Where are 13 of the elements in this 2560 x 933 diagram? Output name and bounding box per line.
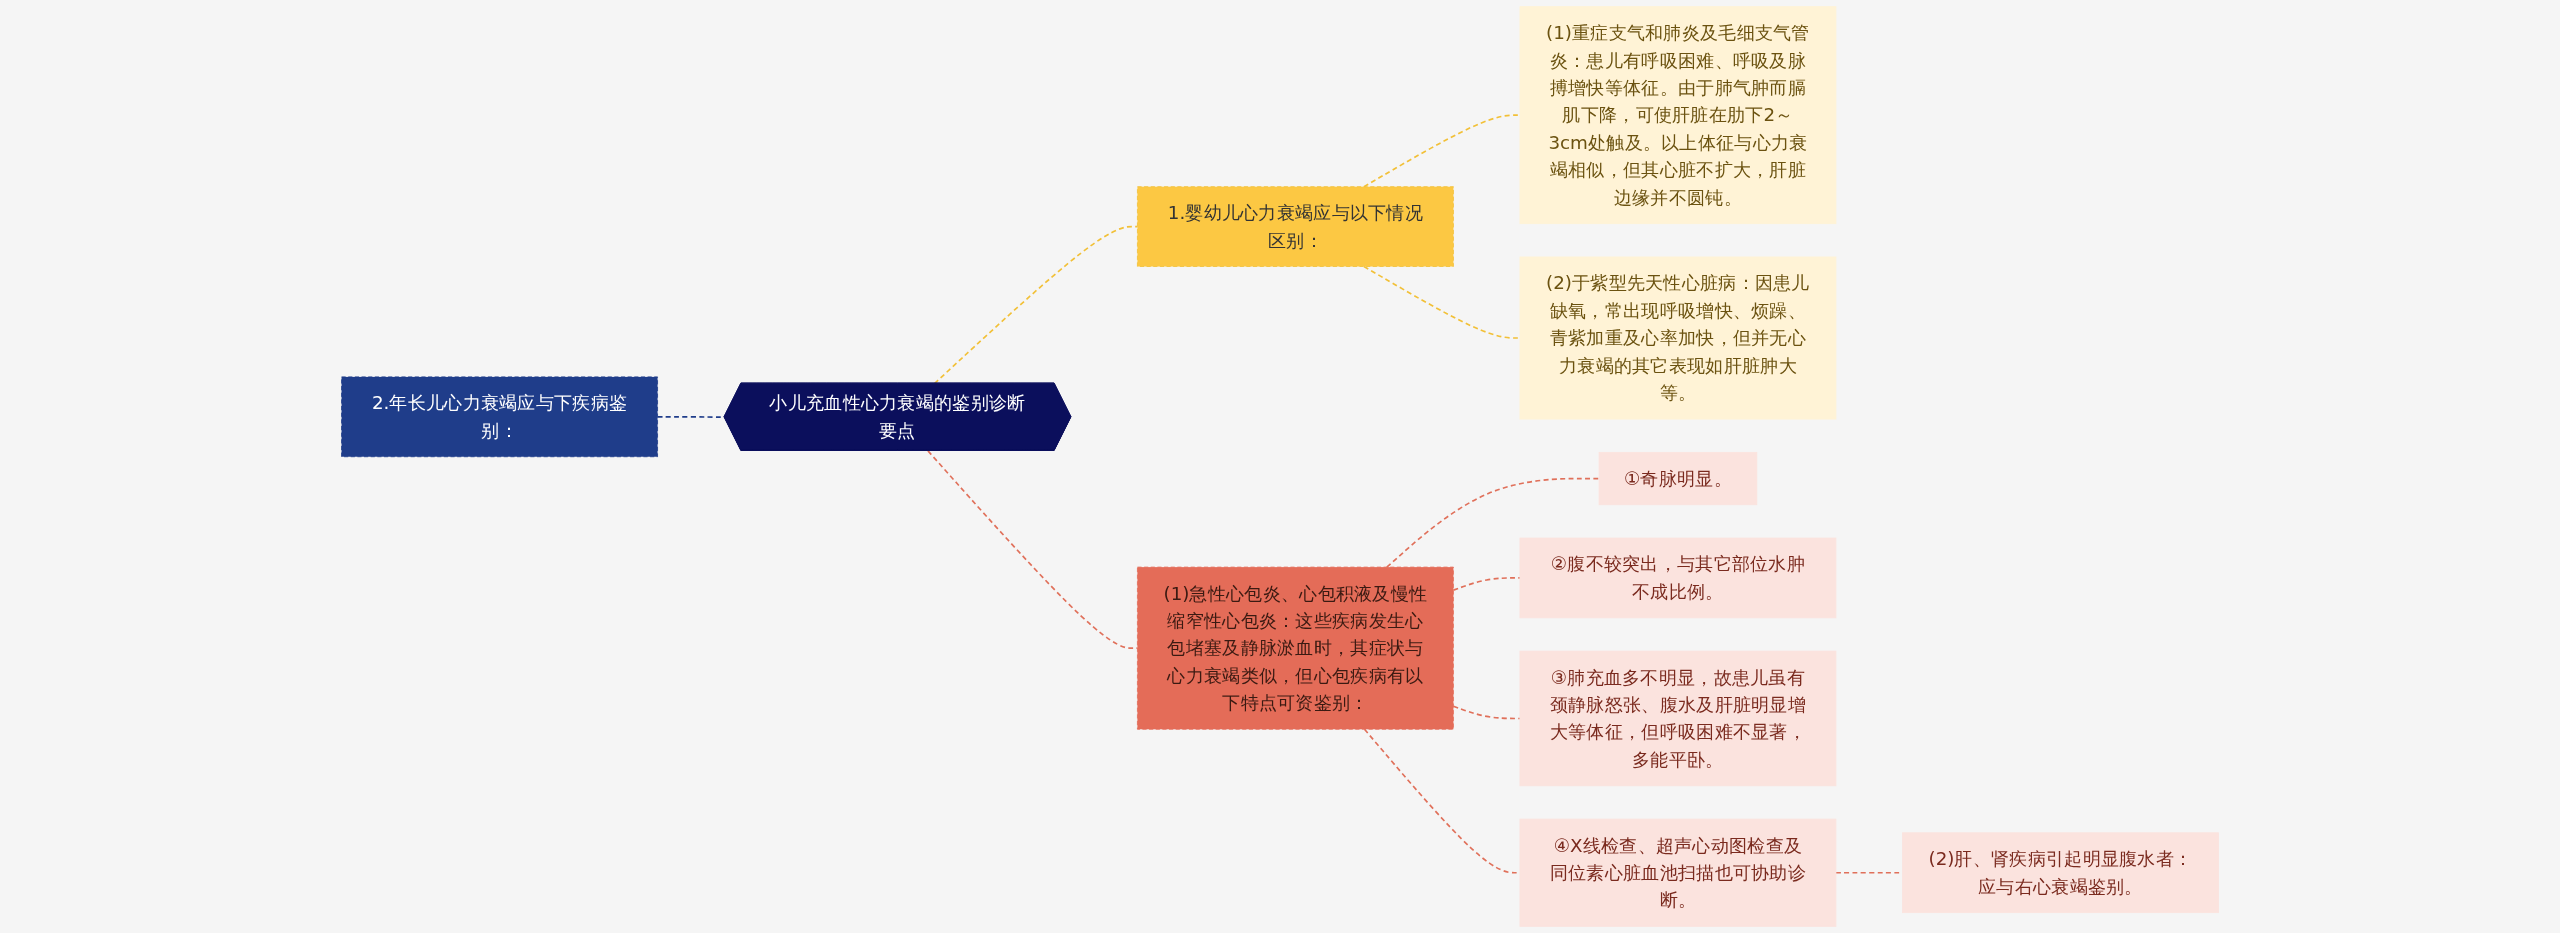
node-box: (1)急性心包炎、心包积液及慢性缩窄性心包炎：这些疾病发生心包堵塞及静脉淤血时，其症状与心力衰竭类似，但心包疾病有以下特点可资鉴别：	[1137, 566, 1454, 730]
connector	[933, 225, 1139, 385]
connector	[1363, 114, 1521, 188]
node-box: 2.年长儿心力衰竭应与下疾病鉴别：	[341, 376, 658, 458]
node-box: (1)重症支气和肺炎及毛细支气管炎：患儿有呼吸困难、呼吸及脉搏增快等体征。由于肺气肿而膈肌下降，可使肝脏在肋下2～3cm处触及。以上体征与心力衰竭相似，但其心脏不扩大，肝脏边缘并不圆钝。	[1519, 6, 1837, 225]
node-box: ①奇脉明显。	[1598, 451, 1758, 506]
connector	[1363, 265, 1521, 339]
node-box: 1.婴幼儿心力衰竭应与以下情况区别：	[1137, 186, 1454, 267]
node-box: ④X线检查、超声心动图检查及同位素心脏血池扫描也可协助诊断。	[1519, 818, 1837, 927]
connector	[1386, 477, 1600, 568]
node-box: ②腹不较突出，与其它部位水肿不成比例。	[1519, 537, 1837, 619]
node-box: (2)于紫型先天性心脏病：因患儿缺氧，常出现呼吸增快、烦躁、青紫加重及心率加快，但并无心力衰竭的其它表现如肝脏肿大等。	[1519, 256, 1837, 420]
node-box: ③肺充血多不明显，故患儿虽有颈静脉怒张、腹水及肝脏明显增大等体征，但呼吸困难不显著，多能平卧。	[1519, 650, 1837, 787]
